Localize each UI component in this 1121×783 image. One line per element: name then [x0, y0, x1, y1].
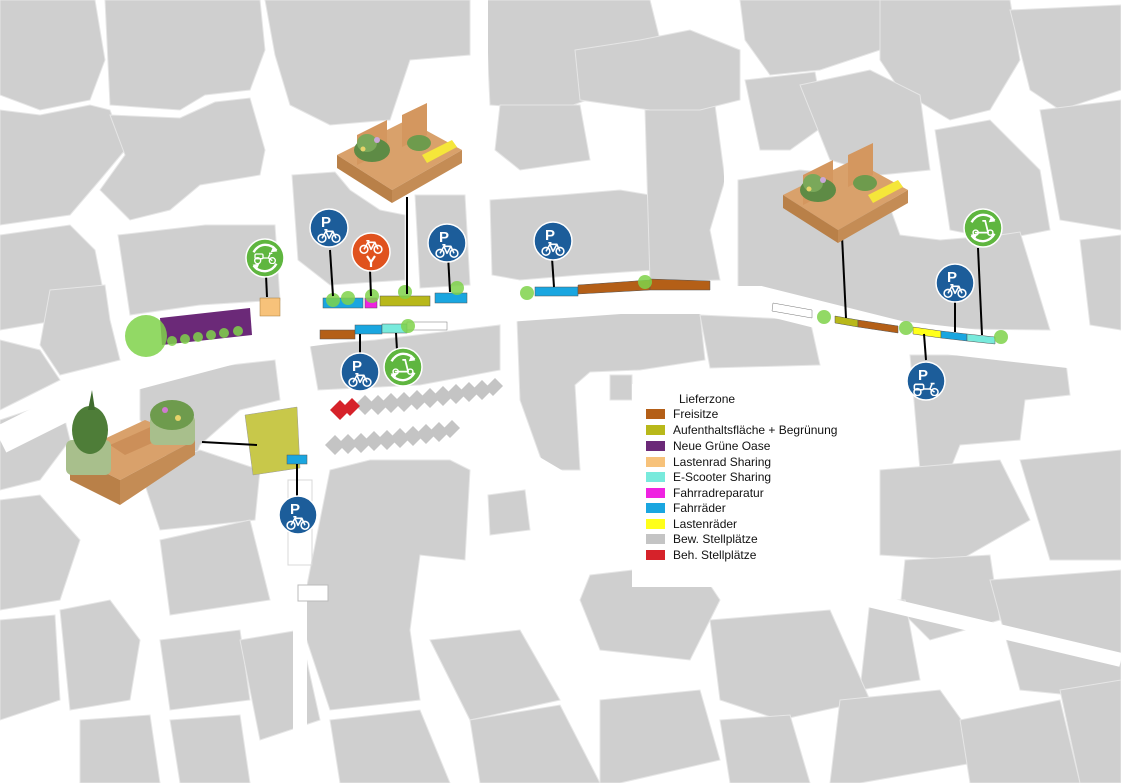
cargo-sharing-zone: [259, 297, 281, 317]
parking-letter: P: [545, 227, 555, 244]
e-scooter-sharing-sign: [963, 208, 1003, 248]
leader-lines: [201, 197, 983, 498]
bike-parking-sign: P: [309, 208, 349, 248]
legend-swatch: [646, 409, 665, 419]
planter-illustration-left: [66, 390, 195, 505]
legend-swatch: [646, 534, 665, 544]
e-scooter-sharing-sign: [383, 347, 423, 387]
legend-swatch: [646, 472, 665, 482]
lounge-area: [244, 406, 301, 476]
legend-label: Freisitze: [673, 407, 719, 421]
parking-stripes: [325, 378, 503, 455]
legend-item-fahrraeder: Fahrräder: [646, 501, 726, 515]
legend-item-gruene-oase: Neue Grüne Oase: [646, 439, 770, 453]
legend-label: Neue Grüne Oase: [673, 439, 771, 453]
legend-item-beh-stellplaetze: Beh. Stellplätze: [646, 548, 756, 562]
legend-label: Lastenrad Sharing: [673, 455, 772, 469]
legend-swatch: [646, 457, 665, 467]
parking-letter: P: [352, 358, 362, 375]
bike-parking-sign: P: [533, 221, 573, 261]
bike-parking-sign: P: [935, 263, 975, 303]
legend-item-bew-stellplaetze: Bew. Stellplätze: [646, 532, 758, 546]
legend-label: Beh. Stellplätze: [673, 548, 757, 562]
legend-label: Fahrräder: [673, 501, 726, 515]
legend-swatch: [646, 503, 665, 513]
bike-parking-sign: P: [278, 495, 318, 535]
bike-repair-sign: [351, 232, 391, 272]
legend-label: Lastenräder: [673, 517, 738, 531]
legend-item-freisitze: Freisitze: [646, 407, 718, 421]
legend-swatch: [646, 488, 665, 498]
legend-label: Fahrradreparatur: [673, 486, 764, 500]
legend-label: Aufenthaltsfläche + Begrünung: [673, 423, 838, 437]
bike-parking-sign: P: [340, 352, 380, 392]
legend-item-lastenraeder: Lastenräder: [646, 517, 737, 531]
legend-swatch: [646, 425, 665, 435]
legend-title: Lieferzone: [679, 392, 736, 406]
parking-letter: P: [918, 367, 928, 384]
parking-letter: P: [290, 501, 300, 518]
legend-label: Bew. Stellplätze: [673, 532, 758, 546]
trees: [125, 275, 1008, 357]
legend-item-fahrradreparatur: Fahrradreparatur: [646, 486, 764, 500]
signs-layer: P P P P P P P: [245, 208, 1003, 535]
street-zones: [160, 278, 996, 602]
map-legend: Lieferzone Freisitze Aufenthaltsfläche +…: [632, 384, 877, 587]
bike-parking-sign: P: [427, 223, 467, 263]
cargo-bike-parking-sign: P: [906, 361, 946, 401]
parking-letter: P: [947, 269, 957, 286]
wrench-icon: [366, 255, 376, 267]
legend-swatch: [646, 441, 665, 451]
parking-letter: P: [439, 229, 449, 246]
legend-swatch: [646, 519, 665, 529]
cargo-bike-sharing-sign: [245, 238, 285, 278]
parking-letter: P: [321, 214, 331, 231]
legend-swatch: [646, 550, 665, 560]
legend-item-lastenrad-sharing: Lastenrad Sharing: [646, 455, 771, 469]
legend-item-e-scooter-sharing: E-Scooter Sharing: [646, 470, 771, 484]
legend-label: E-Scooter Sharing: [673, 470, 772, 484]
legend-item-aufenthaltsflaeche: Aufenthaltsfläche + Begrünung: [646, 423, 837, 437]
